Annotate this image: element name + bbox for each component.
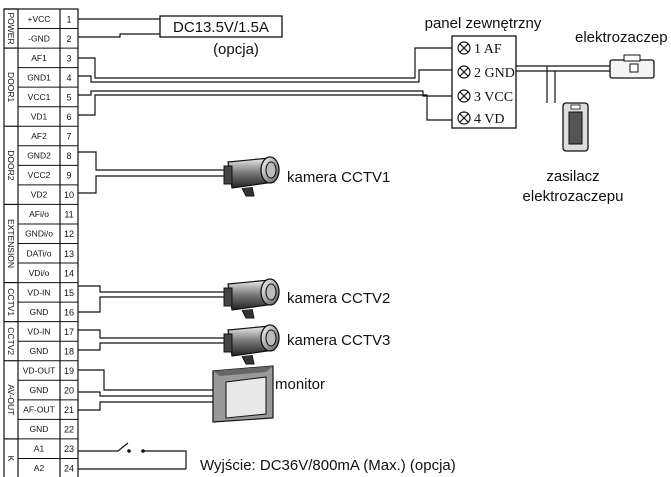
terminal-group-label: K (6, 456, 16, 462)
psu-label: DC13.5V/1.5A (173, 19, 269, 36)
terminal-number: 12 (64, 229, 74, 239)
terminal-number: 10 (64, 190, 74, 200)
terminal-label: VD1 (31, 111, 48, 121)
terminal-number: 7 (66, 132, 71, 142)
terminal-number: 20 (64, 386, 74, 396)
terminal-label: VCC1 (28, 92, 51, 102)
terminal-label: VD-OUT (23, 366, 56, 376)
terminal-group-label: DOOR1 (6, 72, 16, 103)
camera-cctv1 (223, 156, 280, 197)
terminal-number: 17 (64, 327, 74, 337)
panel-terminal-label: 1 AF (474, 42, 502, 57)
terminal-label: A2 (34, 463, 45, 473)
terminal-number: 6 (66, 112, 71, 122)
panel-terminal: 3 VCC (457, 89, 513, 105)
terminal-label: A1 (34, 444, 45, 454)
terminal-group-label: CCTV1 (6, 288, 16, 316)
camera-cctv3 (223, 324, 280, 365)
terminal-label: GND (30, 424, 49, 434)
terminal-label: +VCC (28, 14, 51, 24)
terminal-label: GND2 (27, 151, 51, 161)
external-panel: panel zewnętrzny 1 AF 2 GND 3 VCC 4 VD (425, 15, 542, 129)
terminal-group-label: POWER (6, 12, 16, 44)
terminal-label: VDi/o (29, 268, 50, 278)
terminal-number: 9 (66, 171, 71, 181)
terminal-label: VCC2 (28, 170, 51, 180)
panel-terminal: 1 AF (457, 41, 502, 57)
terminal-label: VD2 (31, 190, 48, 200)
terminal-number: 23 (64, 444, 74, 454)
terminal-label: DATi/o (26, 248, 51, 258)
panel-title: panel zewnętrzny (425, 15, 542, 32)
terminal-number: 14 (64, 268, 74, 278)
lock-label: elektrozaczep (575, 29, 668, 46)
camera-label-2: kamera CCTV2 (287, 290, 390, 307)
camera-label-3: kamera CCTV3 (287, 332, 390, 349)
electric-lock: elektrozaczep (575, 29, 668, 79)
terminal-label: AFi/o (29, 209, 49, 219)
terminal-label: GND (30, 385, 49, 395)
terminal-label: -GND (28, 33, 50, 43)
terminal-number: 4 (66, 73, 71, 83)
terminal-group-label: EXTENSION (6, 219, 16, 268)
terminal-number: 24 (64, 464, 74, 474)
output-label: Wyjście: DC36V/800mA (Max.) (opcja) (200, 457, 456, 474)
terminal-label: VD-IN (27, 287, 50, 297)
panel-terminal-label: 4 VD (474, 112, 504, 127)
terminal-number: 16 (64, 307, 74, 317)
terminal-number: 5 (66, 92, 71, 102)
panel-terminal: 2 GND (457, 65, 515, 81)
terminal-group-label: DOOR2 (6, 150, 16, 181)
terminal-number: 18 (64, 346, 74, 356)
lock-psu-label-1: zasilacz (546, 168, 599, 185)
power-supply: DC13.5V/1.5A (opcja) (159, 15, 283, 58)
terminal-label: GND (30, 346, 49, 356)
terminal-label: AF1 (31, 53, 47, 63)
monitor-label: monitor (275, 376, 325, 393)
terminal-number: 2 (66, 34, 71, 44)
terminal-number: 15 (64, 288, 74, 298)
terminal-label: AF2 (31, 131, 47, 141)
terminal-group-label: CCTV2 (6, 327, 16, 355)
terminal-label: AF-OUT (23, 405, 55, 415)
terminal-number: 3 (66, 53, 71, 63)
monitor: monitor (212, 365, 325, 423)
terminal-number: 19 (64, 366, 74, 376)
terminal-group-label: AV-OUT (6, 384, 16, 415)
terminal-number: 1 (66, 14, 71, 24)
panel-terminal: 4 VD (457, 111, 504, 127)
panel-terminal-label: 2 GND (474, 66, 515, 81)
terminal-number: 13 (64, 249, 74, 259)
camera-cctv2 (223, 278, 280, 319)
terminal-number: 22 (64, 425, 74, 435)
terminal-label: GND (30, 307, 49, 317)
lock-power-supply: zasilacz elektrozaczepu (523, 102, 624, 205)
terminal-label: GNDi/o (25, 229, 53, 239)
psu-note: (opcja) (213, 41, 259, 58)
terminal-number: 11 (64, 210, 73, 220)
camera-label-1: kamera CCTV1 (287, 169, 390, 186)
lock-psu-label-2: elektrozaczepu (523, 188, 624, 205)
terminal-number: 21 (64, 405, 74, 415)
wires (78, 18, 610, 470)
terminal-label: GND1 (27, 72, 51, 82)
terminal-label: VD-IN (27, 326, 50, 336)
terminal-number: 8 (66, 151, 71, 161)
panel-terminal-label: 3 VCC (474, 90, 513, 105)
